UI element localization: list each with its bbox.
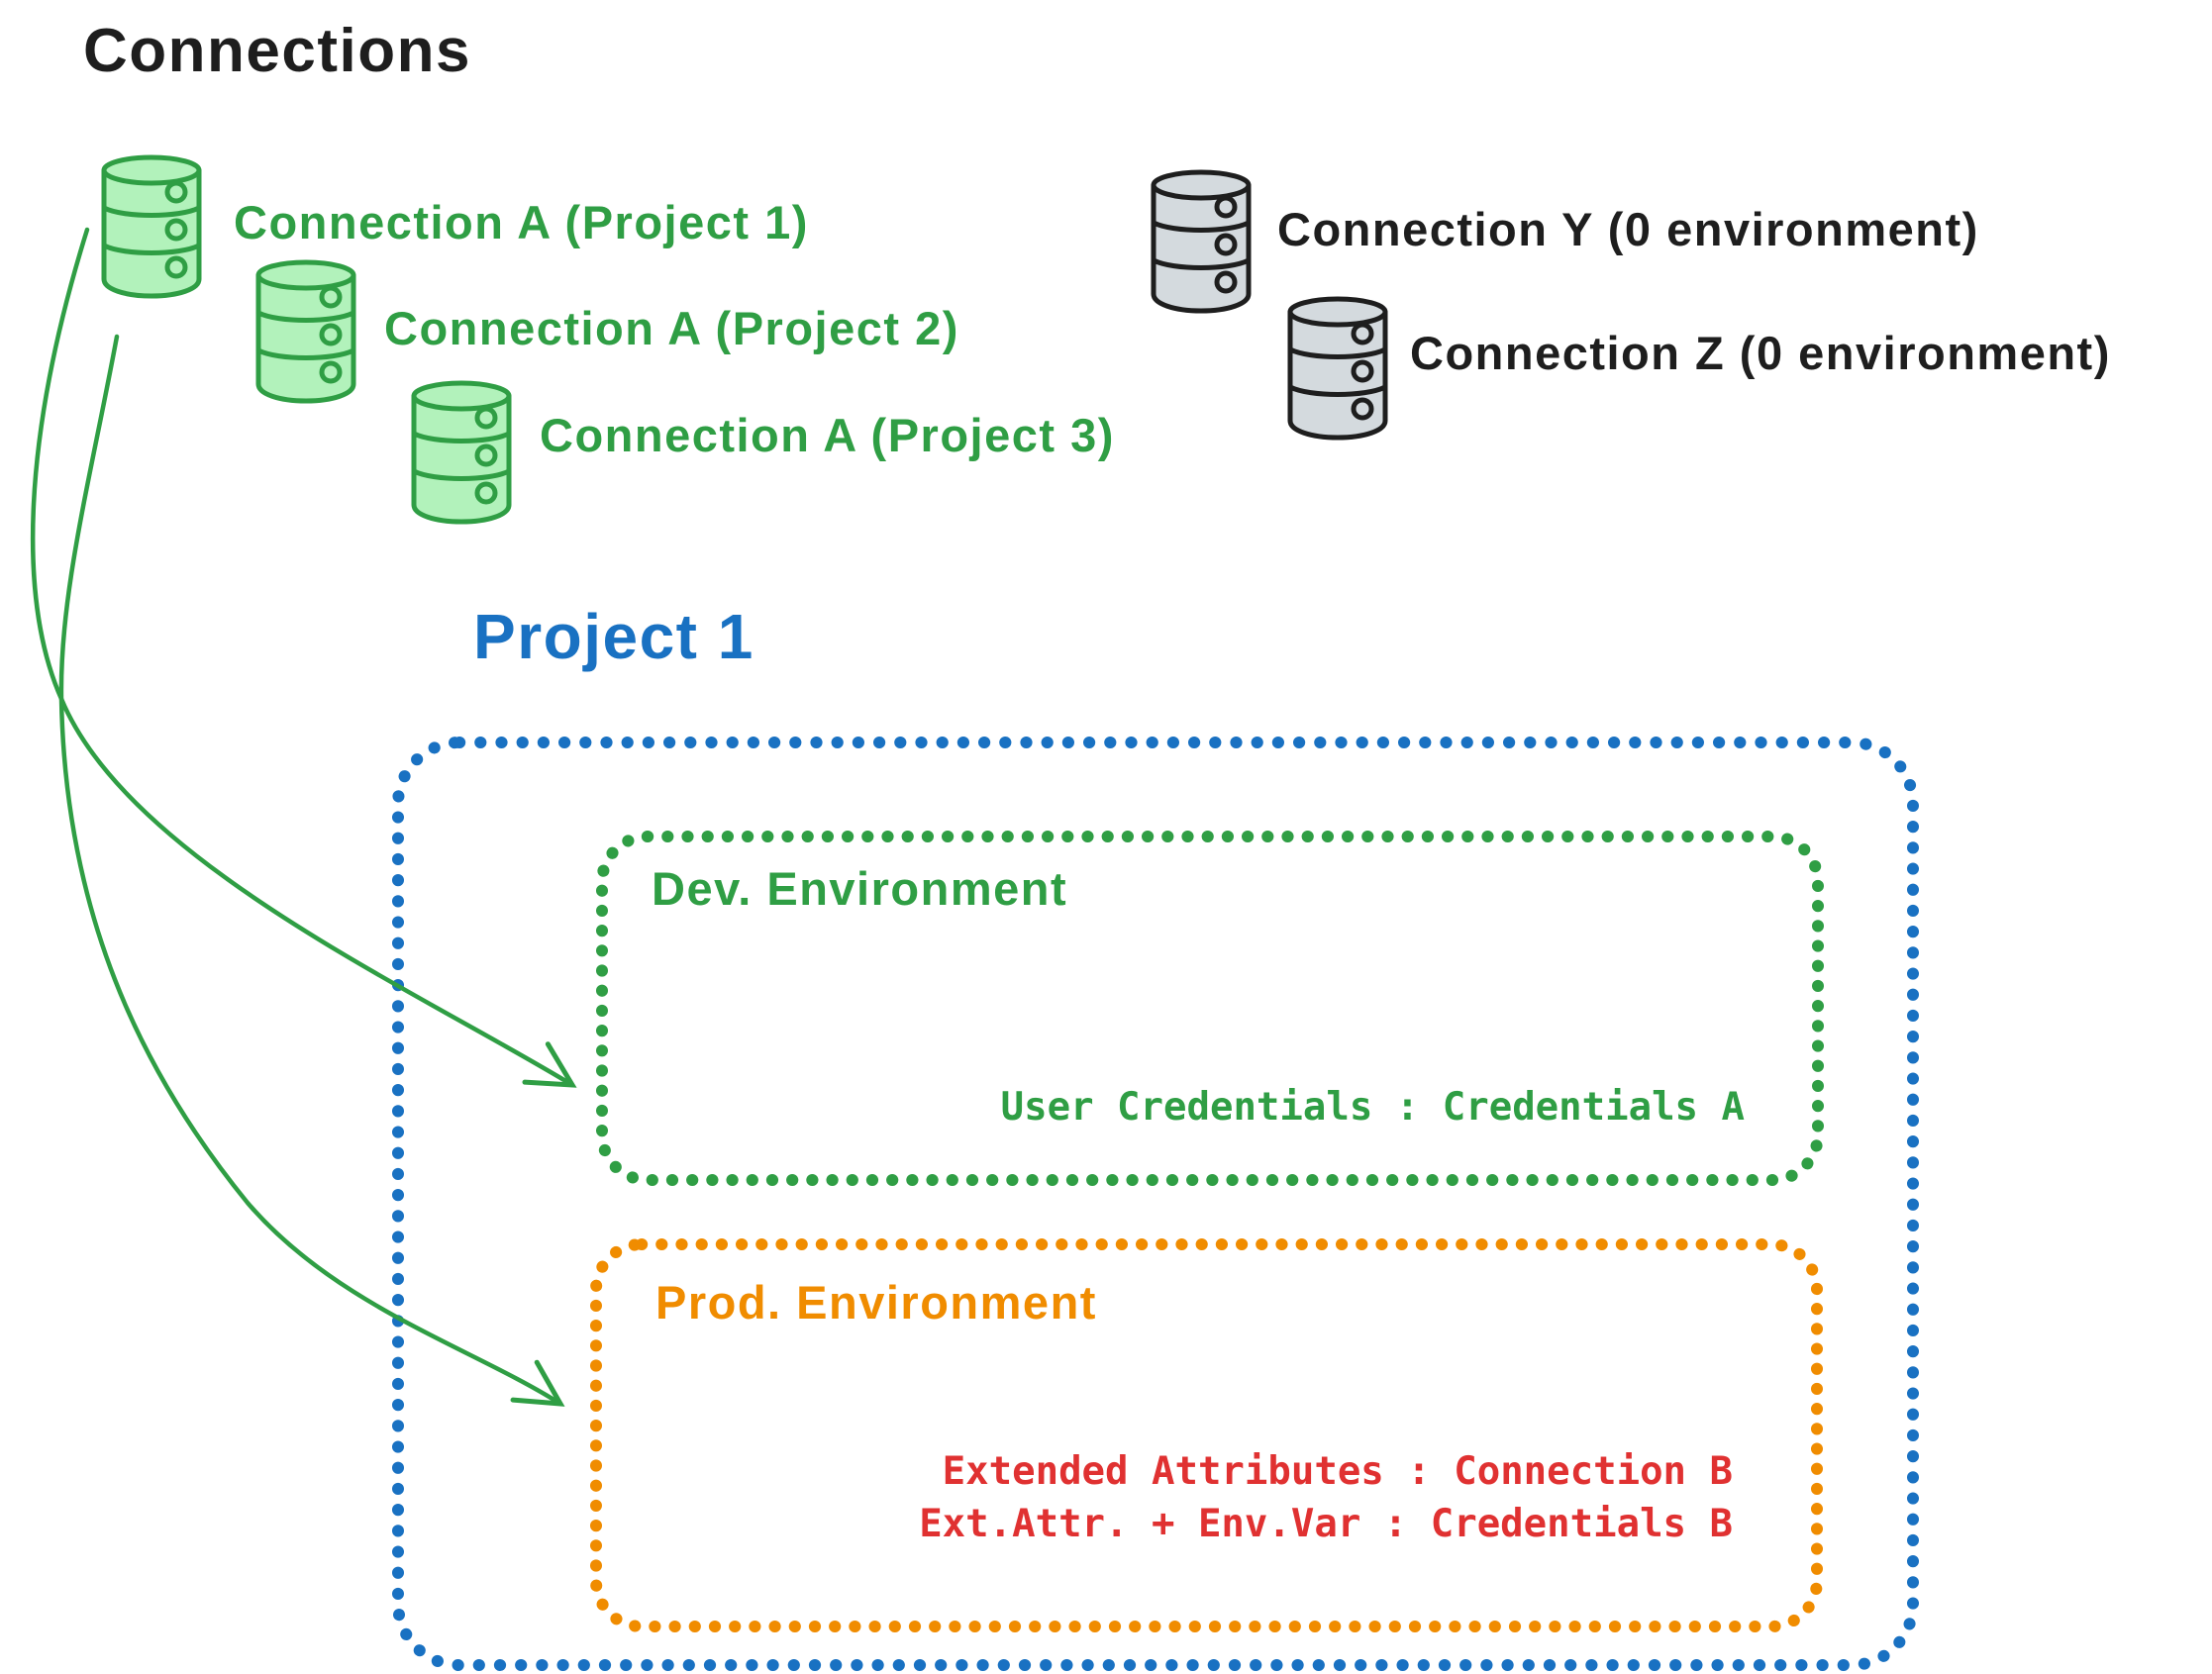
database-icon — [258, 262, 353, 401]
prod-environment-box — [590, 1238, 1823, 1632]
dev-environment-title: Dev. Environment — [652, 862, 1068, 915]
connection-label-z: Connection Z (0 environment) — [1410, 327, 2111, 379]
connection-label-y: Connection Y (0 environment) — [1277, 203, 1979, 255]
database-icon — [1290, 299, 1385, 438]
project-1-title: Project 1 — [473, 601, 754, 672]
database-icon — [104, 157, 199, 296]
diagram-title: Connections — [83, 17, 471, 85]
prod-credentials-line-1: Extended Attributes : Connection B — [942, 1449, 1733, 1494]
project-1-container — [392, 737, 1919, 1671]
connection-label-a-project-2: Connection A (Project 2) — [384, 302, 959, 354]
arrow-to-prod-environment — [58, 334, 565, 1407]
prod-environment-credentials: Extended Attributes : Connection B Ext.A… — [840, 1445, 1733, 1550]
dev-environment-credentials: User Credentials : Credentials A — [1000, 1085, 1745, 1130]
connection-label-a-project-3: Connection A (Project 3) — [540, 409, 1115, 461]
prod-credentials-line-2: Ext.Attr. + Env.Var : Credentials B — [919, 1502, 1733, 1546]
arrow-to-dev-environment — [30, 227, 577, 1088]
database-icon — [1154, 172, 1249, 311]
dev-environment-box — [596, 831, 1824, 1186]
database-icon — [414, 383, 509, 522]
prod-environment-title: Prod. Environment — [655, 1276, 1097, 1329]
connection-label-a-project-1: Connection A (Project 1) — [234, 196, 809, 248]
